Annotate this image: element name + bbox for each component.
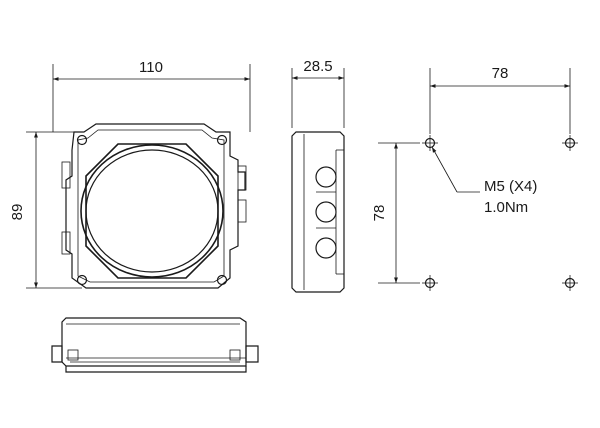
hole-bottom-right [562, 275, 578, 291]
front-view-hole-tl [76, 134, 88, 146]
front-view-ring-outer [85, 143, 219, 279]
bottom-view-body [61, 317, 247, 367]
front-view-lens-outer [80, 144, 224, 278]
dimension-width: 110 [52, 59, 251, 132]
hole-top-left [422, 135, 438, 151]
dimension-hole-spacing-y: 78 [371, 142, 420, 284]
dimension-depth-label: 28.5 [303, 58, 332, 75]
front-view-right-clip-top [237, 165, 247, 191]
dimension-height: 89 [9, 131, 82, 289]
front-view-lens-inner [85, 149, 219, 273]
dimension-hole-spacing-x: 78 [429, 65, 571, 134]
side-view-knob-1 [315, 166, 337, 188]
dimension-depth: 28.5 [291, 58, 345, 128]
dimension-hole-spacing-y-label: 78 [371, 205, 388, 222]
hole-top-right [562, 135, 578, 151]
dimension-hole-spacing-x-label: 78 [492, 65, 509, 82]
bottom-view-left-tab [67, 349, 79, 361]
front-view-hole-bl [76, 274, 88, 286]
side-view-knob-3 [315, 237, 337, 259]
side-view-body [291, 131, 345, 293]
fastener-screw-label: M5 (X4) [484, 178, 537, 195]
front-view-flange [65, 123, 246, 289]
front-view-left-clip-bottom [61, 231, 71, 255]
front-view [61, 123, 247, 289]
front-view-left-clip-top [61, 161, 71, 189]
side-view-knob-2 [315, 201, 337, 223]
bottom-view-right-tab [229, 349, 241, 361]
front-view-hole-tr [216, 134, 228, 146]
dimension-width-label: 110 [139, 59, 163, 76]
front-view-right-clip-bottom [237, 199, 247, 223]
hole-pattern [422, 135, 578, 291]
front-view-hole-br [216, 274, 228, 286]
bottom-view [51, 317, 259, 373]
fastener-torque-label: 1.0Nm [484, 199, 528, 216]
side-view [291, 131, 345, 293]
hole-bottom-left [422, 275, 438, 291]
fastener-callout: M5 (X4) 1.0Nm [431, 146, 537, 216]
dimension-height-label: 89 [9, 204, 26, 221]
